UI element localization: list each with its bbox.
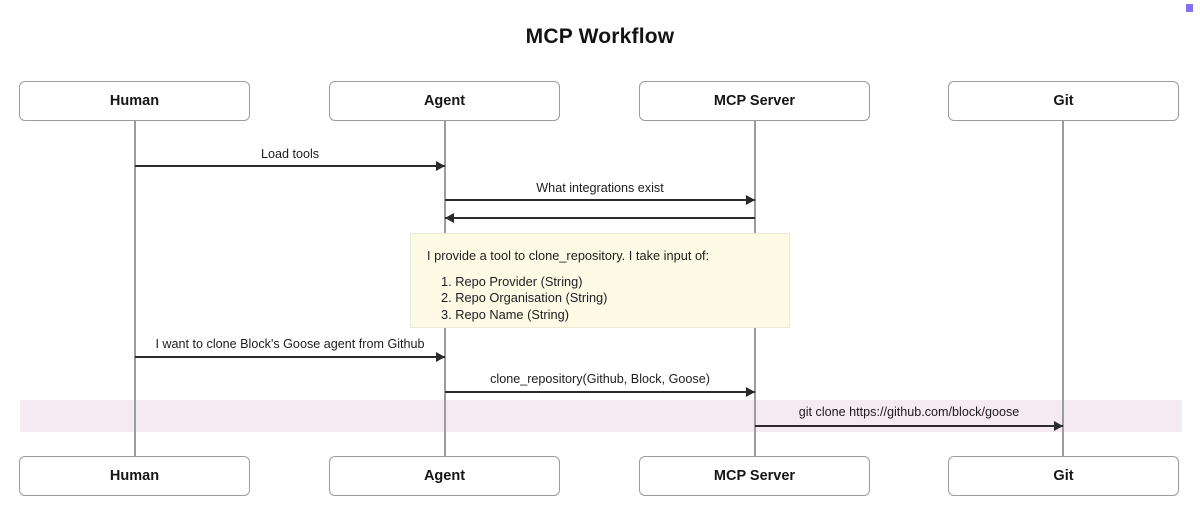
note-input-item-2: 2. Repo Organisation (String) — [441, 290, 608, 306]
participant-label: Agent — [423, 93, 466, 109]
message-line-m3 — [445, 217, 755, 219]
message-line-m1 — [135, 165, 445, 167]
message-line-m5 — [445, 391, 755, 393]
arrow-head-m1-icon — [436, 160, 445, 171]
note-input-list: 1. Repo Provider (String)2. Repo Organis… — [427, 274, 773, 323]
participant-agent-bottom[interactable]: Agent — [329, 456, 560, 496]
participant-mcp_server-top[interactable]: MCP Server — [639, 81, 870, 121]
message-line-m6 — [755, 425, 1063, 427]
arrow-head-m4-icon — [436, 351, 445, 362]
participant-label: Git — [1053, 468, 1074, 484]
participant-label: MCP Server — [713, 93, 796, 109]
participant-git-bottom[interactable]: Git — [948, 456, 1179, 496]
message-label-m1: Load tools — [260, 147, 320, 161]
page-title: MCP Workflow — [525, 25, 675, 48]
participant-label: Agent — [423, 468, 466, 484]
participant-label: MCP Server — [713, 468, 796, 484]
corner-artifact-icon — [1186, 4, 1193, 12]
participant-human-top[interactable]: Human — [19, 81, 250, 121]
participant-agent-top[interactable]: Agent — [329, 81, 560, 121]
message-label-m2: What integrations exist — [536, 181, 664, 195]
arrow-head-m3-icon — [445, 212, 454, 223]
note-tool-description: I provide a tool to clone_repository. I … — [410, 233, 790, 328]
message-label-m4: I want to clone Block's Goose agent from… — [155, 337, 425, 351]
lifeline-git — [1062, 121, 1064, 456]
message-line-m2 — [445, 199, 755, 201]
arrow-head-m5-icon — [746, 386, 755, 397]
participant-label: Human — [109, 468, 160, 484]
note-input-item-3: 3. Repo Name (String) — [441, 306, 570, 322]
lifeline-human — [134, 121, 136, 456]
message-label-m5: clone_repository(Github, Block, Goose) — [490, 372, 710, 386]
message-line-m4 — [135, 356, 445, 358]
highlight-band — [20, 400, 1182, 432]
participant-label: Human — [109, 93, 160, 109]
note-heading: I provide a tool to clone_repository. I … — [427, 248, 710, 263]
note-input-item-1: 1. Repo Provider (String) — [441, 274, 583, 289]
participant-mcp_server-bottom[interactable]: MCP Server — [639, 456, 870, 496]
participant-human-bottom[interactable]: Human — [19, 456, 250, 496]
participant-git-top[interactable]: Git — [948, 81, 1179, 121]
participant-label: Git — [1053, 93, 1074, 109]
arrow-head-m6-icon — [1054, 420, 1063, 431]
arrow-head-m2-icon — [746, 194, 755, 205]
message-label-m6: git clone https://github.com/block/goose — [798, 405, 1020, 419]
